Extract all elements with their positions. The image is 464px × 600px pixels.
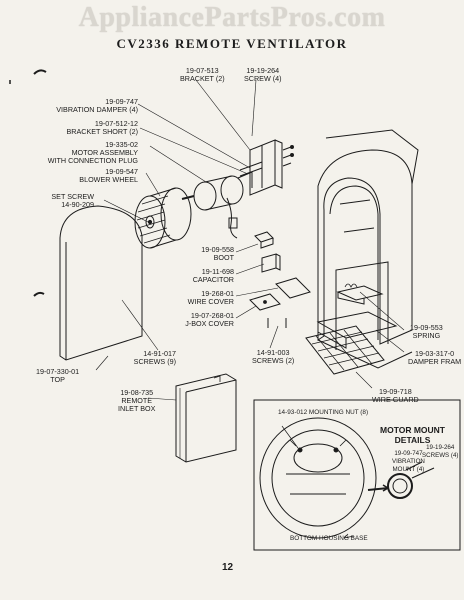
- inset-title: MOTOR MOUNT DETAILS: [380, 425, 446, 445]
- label-vibration-mount: 19-09-747 VIBRATION MOUNT (4): [392, 450, 425, 473]
- label-screws-2: 14-91-003 SCREWS (2): [252, 348, 295, 365]
- label-jbox-cover: 19-07-268-01 J-BOX COVER: [185, 311, 234, 328]
- boot-part: [255, 232, 273, 248]
- motor-part: [182, 172, 252, 238]
- label-inset-screws: 19-19-264 SCREWS (4): [422, 444, 459, 459]
- watermark: AppliancePartsPros.com: [78, 2, 386, 33]
- label-motor-assembly: 19-335-02 MOTOR ASSEMBLY WITH CONNECTION…: [47, 140, 138, 165]
- screw-part: [283, 146, 294, 167]
- label-screw-4: 19-19-264 SCREW (4): [244, 66, 282, 83]
- label-screws-9: 14-91-017 SCREWS (9): [133, 349, 176, 366]
- page-number: 12: [222, 562, 234, 573]
- capacitor-part: [262, 254, 280, 272]
- housing-part: [318, 130, 418, 368]
- label-set-screw: SET SCREW 14-90-209: [51, 192, 94, 209]
- wire-guard-part: [306, 326, 384, 374]
- label-vibration-damper: 19-09-747 VIBRATION DAMPER (4): [56, 97, 138, 114]
- screws-two-part: [268, 318, 286, 328]
- damper-frame-part: [318, 312, 396, 348]
- label-blower-wheel: 19-09-547 BLOWER WHEEL: [79, 167, 138, 184]
- label-wire-cover: 19-268-01 WIRE COVER: [187, 289, 234, 306]
- label-damper-frame: 19-03-317-0 DAMPER FRAM: [408, 349, 462, 366]
- top-cover-part: [60, 206, 142, 360]
- inset-detail-frame: [254, 400, 460, 550]
- wire-cover-part: [276, 278, 310, 298]
- margin-mark: [34, 293, 44, 296]
- bracket-part: [240, 140, 282, 195]
- inlet-box-part: [176, 374, 236, 462]
- label-boot: 19-09-558 BOOT: [201, 245, 234, 262]
- label-spring: 19-09-553 SPRING: [410, 323, 443, 340]
- label-wire-guard: 19-09-718 WIRE GUARD: [372, 387, 419, 404]
- spring-part: [338, 284, 382, 304]
- blower-wheel-part: [135, 188, 191, 248]
- jbox-cover-part: [250, 294, 280, 310]
- label-inlet-box: 19-08-735 REMOTE INLET BOX: [118, 388, 156, 413]
- margin-mark: [34, 70, 46, 74]
- label-bottom-housing-base: BOTTOM HOUSING BASE: [290, 535, 368, 542]
- label-top: 19-07-330-01 TOP: [36, 367, 80, 384]
- diagram-title: CV2336 REMOTE VENTILATOR: [116, 36, 348, 51]
- label-bracket: 19-07-513 BRACKET (2): [180, 66, 225, 83]
- label-capacitor: 19-11-698 CAPACITOR: [192, 267, 234, 284]
- label-mounting-nut: 14-93-012 MOUNTING NUT (8): [278, 409, 369, 416]
- leader-lines: [96, 80, 404, 400]
- label-bracket-short: 19-07-512-12 BRACKET SHORT (2): [66, 119, 139, 136]
